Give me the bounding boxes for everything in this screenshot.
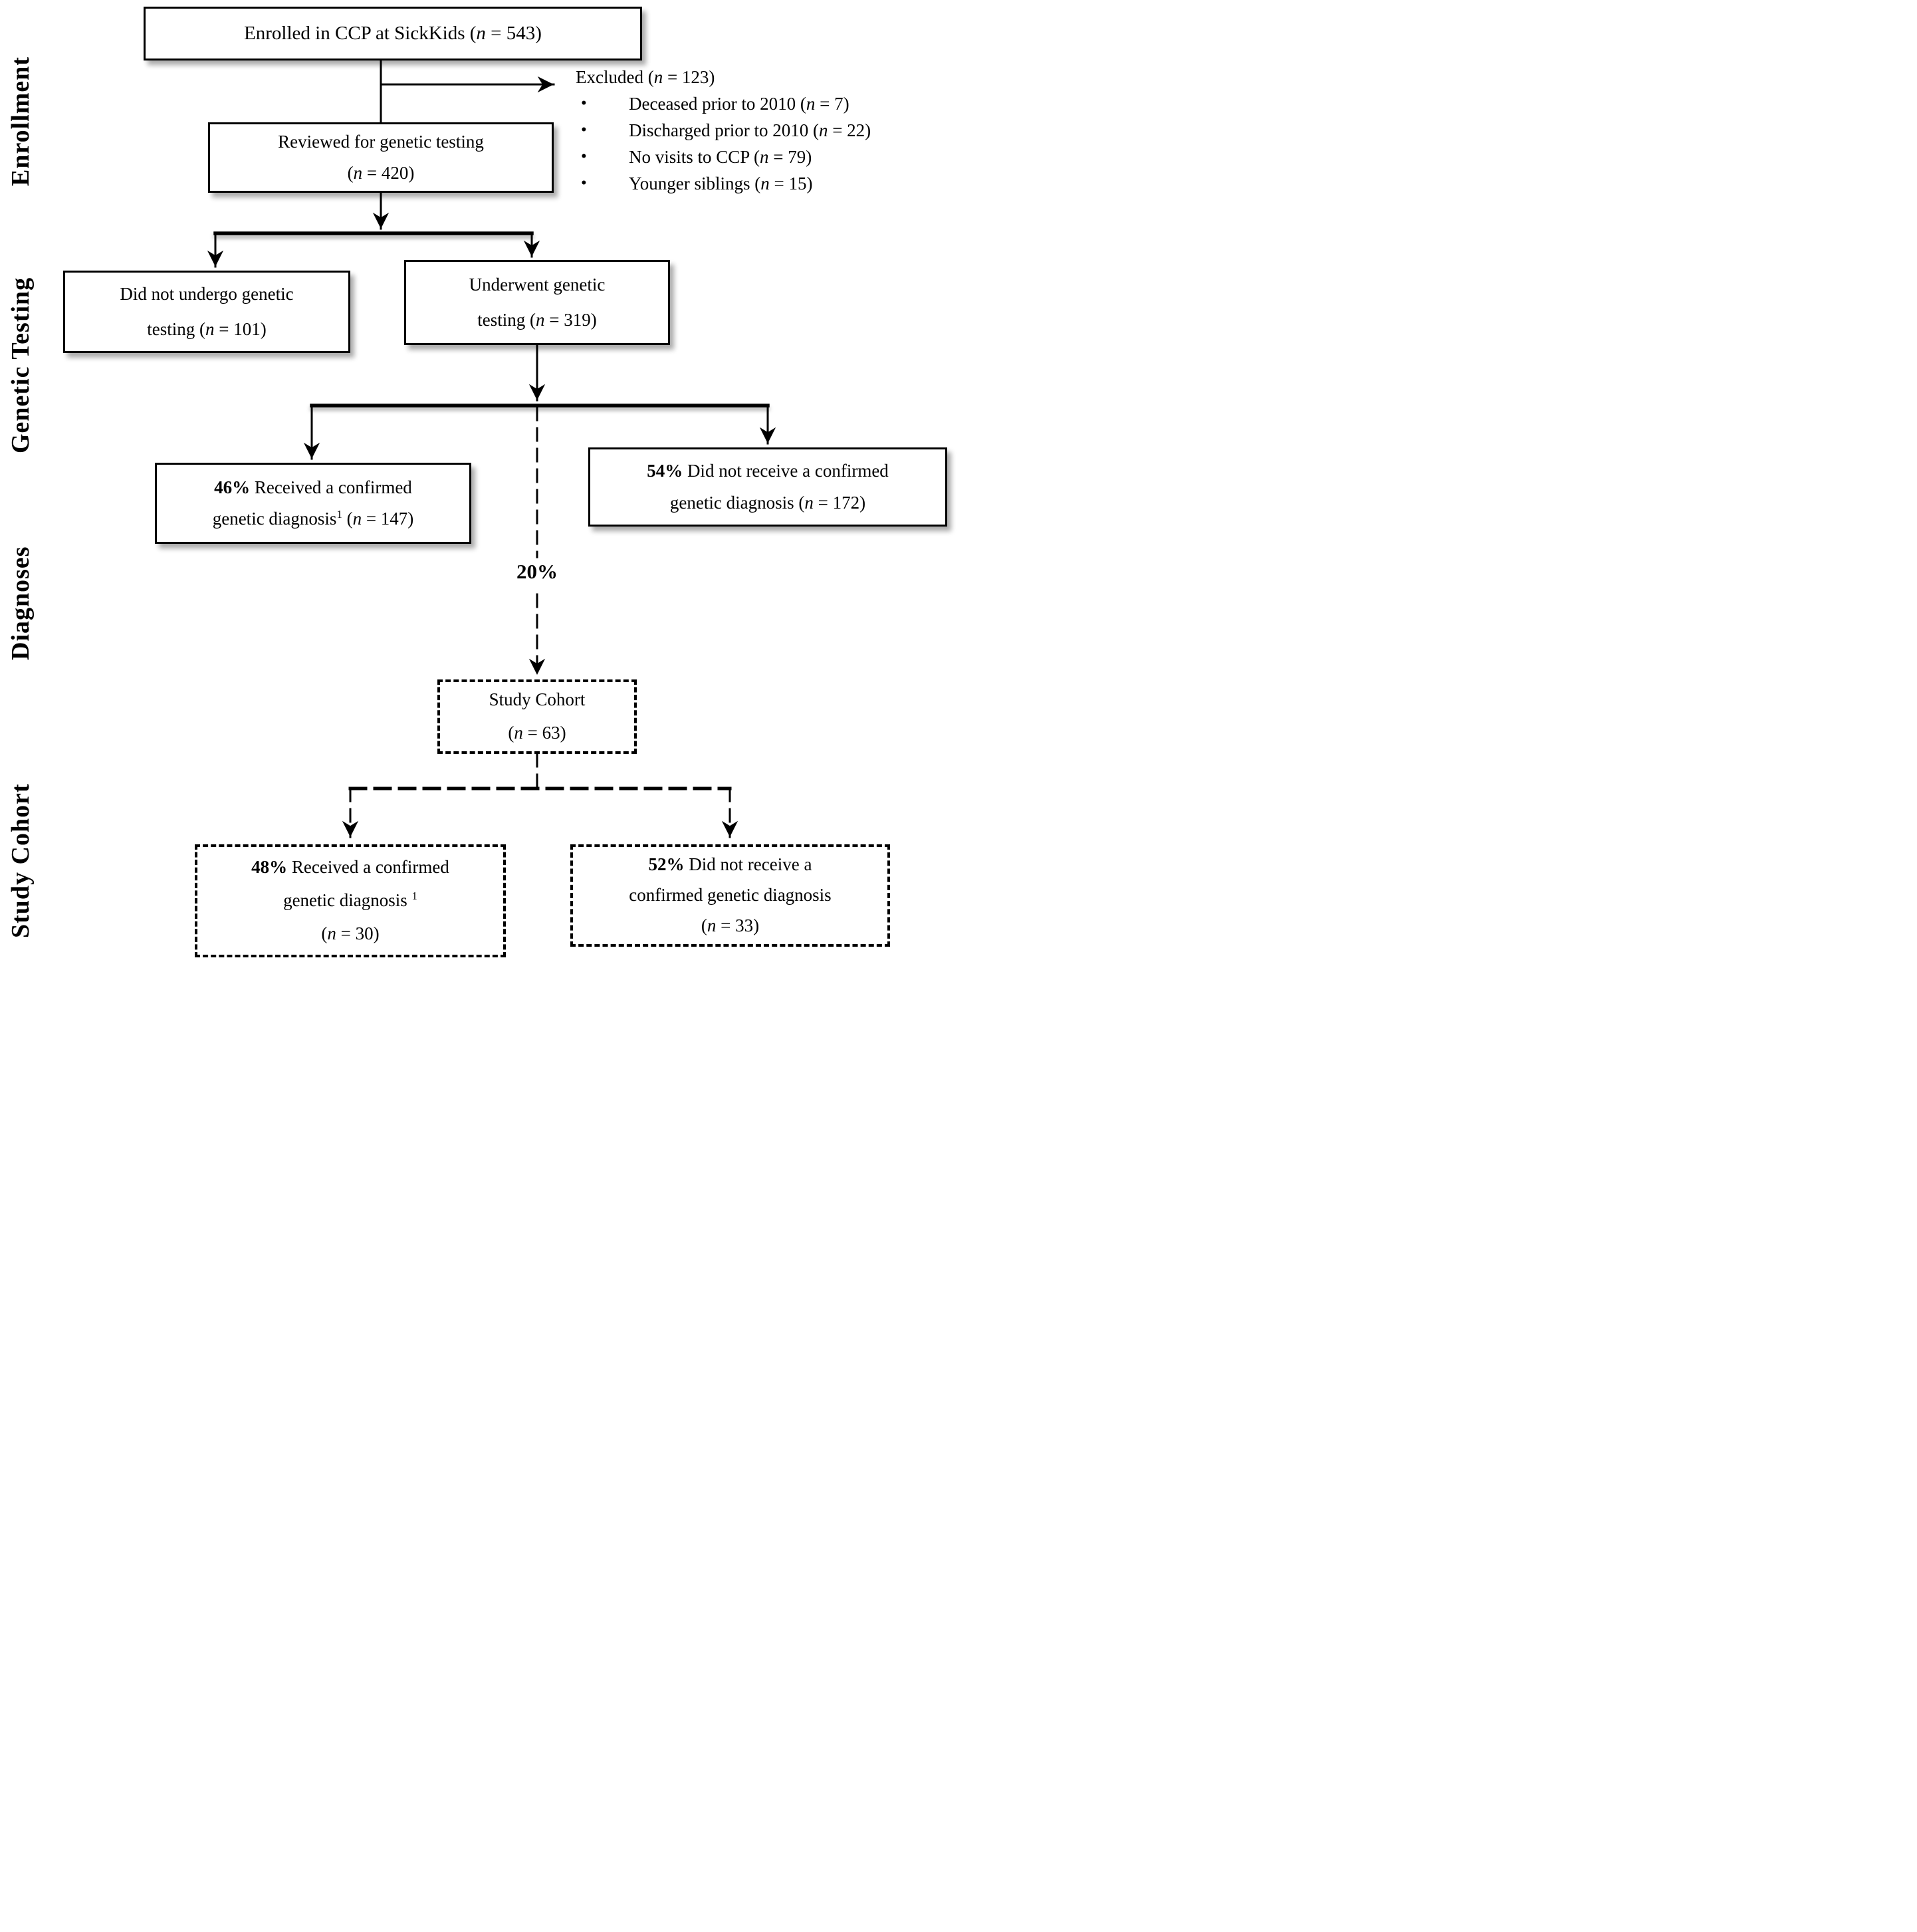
- node-underwent-testing: Underwent genetic testing (n = 319): [404, 260, 670, 345]
- node-no-confirmed-diagnosis: 54% Did not receive a confirmed genetic …: [588, 447, 947, 527]
- node-study-cohort: Study Cohort (n = 63): [437, 679, 637, 754]
- node-cohort-not-confirmed-line: (n = 33): [701, 915, 760, 935]
- excluded-item: Discharged prior to 2010 (n = 22): [576, 117, 957, 144]
- node-cohort-not-confirmed-line: 52% Did not receive a: [648, 854, 812, 875]
- node-cohort-confirmed-line: 48% Received a confirmed: [251, 857, 449, 878]
- excluded-item: Younger siblings (n = 15): [576, 170, 957, 197]
- node-enrolled: Enrolled in CCP at SickKids (n = 543): [144, 7, 642, 60]
- node-cohort-not-confirmed: 52% Did not receive a confirmed genetic …: [570, 844, 890, 947]
- node-underwent-testing-line: Underwent genetic: [469, 275, 606, 295]
- excluded-title: Excluded (n = 123): [576, 67, 715, 87]
- node-no-genetic-testing-line: Did not undergo genetic: [120, 284, 294, 304]
- node-confirmed-diagnosis: 46% Received a confirmed genetic diagnos…: [155, 463, 471, 544]
- node-confirmed-diagnosis-line: 46% Received a confirmed: [214, 477, 412, 497]
- cohort-percent-label: 20%: [516, 560, 558, 583]
- node-no-genetic-testing: Did not undergo genetic testing (n = 101…: [63, 271, 350, 353]
- node-reviewed-line: (n = 420): [347, 163, 415, 183]
- node-cohort-confirmed-line: genetic diagnosis 1: [283, 890, 417, 911]
- excluded-item: No visits to CCP (n = 79): [576, 144, 957, 170]
- node-study-cohort-line: (n = 63): [508, 723, 566, 743]
- node-confirmed-diagnosis-line: genetic diagnosis1 (n = 147): [212, 508, 414, 529]
- excluded-item: Deceased prior to 2010 (n = 7): [576, 90, 957, 117]
- node-cohort-confirmed: 48% Received a confirmed genetic diagnos…: [195, 844, 506, 957]
- node-reviewed-line: Reviewed for genetic testing: [278, 131, 484, 152]
- node-no-genetic-testing-line: testing (n = 101): [147, 319, 267, 339]
- section-label-study-cohort: Study Cohort: [7, 783, 35, 939]
- section-label-enrollment: Enrollment: [7, 56, 35, 187]
- section-label-genetic-testing: Genetic Testing: [7, 277, 35, 453]
- flow-diagram: Enrollment Genetic Testing Diagnoses Stu…: [0, 0, 958, 966]
- node-no-confirmed-diagnosis-line: genetic diagnosis (n = 172): [669, 492, 866, 513]
- excluded-note: Excluded (n = 123) Deceased prior to 201…: [576, 64, 957, 197]
- section-label-diagnoses: Diagnoses: [7, 546, 35, 661]
- node-cohort-confirmed-line: (n = 30): [321, 923, 380, 943]
- node-underwent-testing-line: testing (n = 319): [477, 310, 597, 330]
- node-reviewed: Reviewed for genetic testing (n = 420): [208, 122, 554, 193]
- node-study-cohort-line: Study Cohort: [489, 689, 586, 710]
- node-no-confirmed-diagnosis-line: 54% Did not receive a confirmed: [647, 461, 889, 481]
- node-enrolled-line: Enrolled in CCP at SickKids (n = 543): [244, 23, 542, 45]
- excluded-list: Deceased prior to 2010 (n = 7) Discharge…: [576, 90, 957, 197]
- node-cohort-not-confirmed-line: confirmed genetic diagnosis: [629, 885, 832, 906]
